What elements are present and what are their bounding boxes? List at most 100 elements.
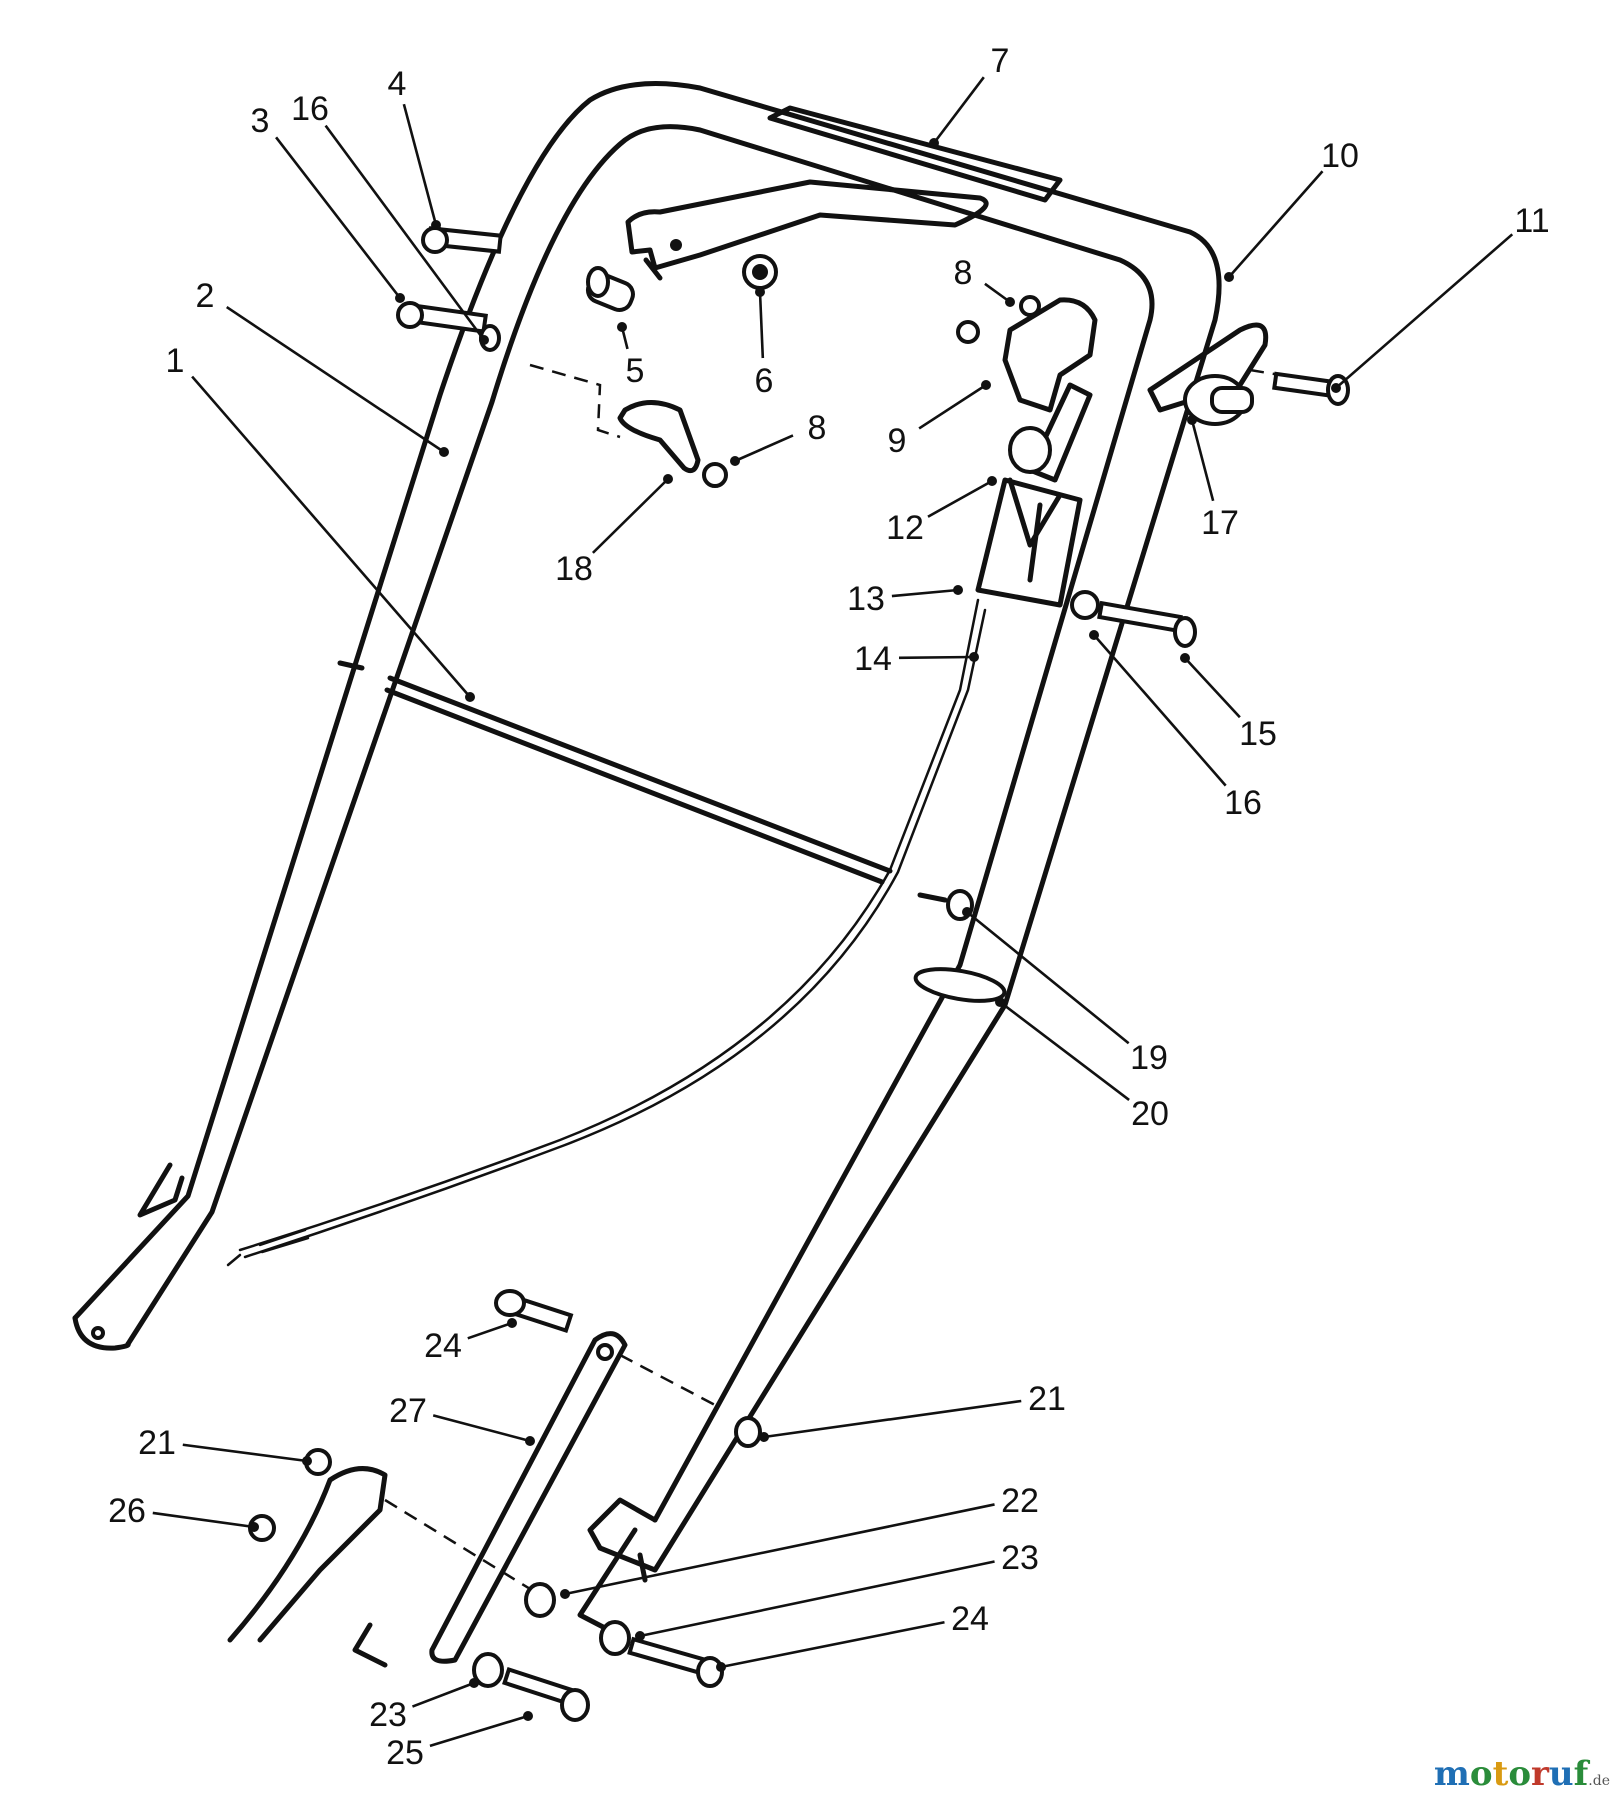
callout-dot-24 xyxy=(716,1662,726,1672)
callout-leader-12 xyxy=(927,479,993,518)
callout-dot-23 xyxy=(469,1678,479,1688)
callout-leader-19 xyxy=(966,910,1130,1045)
watermark-logo: motoruf.de xyxy=(1434,1754,1610,1794)
callout-dot-19 xyxy=(962,907,972,917)
callout-dot-10 xyxy=(1224,272,1234,282)
callout-dot-8 xyxy=(730,456,740,466)
callout-label-16: 16 xyxy=(1224,784,1262,822)
callout-leader-1 xyxy=(191,375,471,698)
callout-leader-8 xyxy=(984,282,1011,304)
callout-label-26: 26 xyxy=(108,1492,146,1530)
watermark-letter: r xyxy=(1531,1754,1549,1794)
callout-dot-24 xyxy=(507,1318,517,1328)
callout-label-23: 23 xyxy=(1001,1539,1039,1577)
callout-leader-8 xyxy=(734,434,794,463)
callout-dot-27 xyxy=(525,1436,535,1446)
callout-leader-25 xyxy=(429,1714,529,1748)
callout-dot-5 xyxy=(617,322,627,332)
callout-leader-9 xyxy=(918,383,987,430)
bracket-10 xyxy=(1147,322,1311,426)
callout-label-9: 9 xyxy=(888,422,907,460)
callout-label-21: 21 xyxy=(1028,1380,1066,1418)
callout-label-4: 4 xyxy=(388,65,407,103)
callout-label-12: 12 xyxy=(886,509,924,547)
callout-leader-24 xyxy=(720,1620,945,1669)
callout-leader-6 xyxy=(758,291,765,359)
callout-leader-22 xyxy=(564,1503,995,1596)
watermark-letter: t xyxy=(1492,1754,1509,1794)
callout-label-3: 3 xyxy=(251,102,270,140)
callout-leader-16 xyxy=(324,124,486,341)
callout-label-6: 6 xyxy=(755,362,774,400)
bolt-15 xyxy=(1070,590,1197,648)
callout-leader-15 xyxy=(1184,657,1241,719)
watermark-letter: u xyxy=(1548,1754,1574,1794)
callout-dot-7 xyxy=(929,138,939,148)
callout-label-1: 1 xyxy=(166,342,185,380)
callout-label-19: 19 xyxy=(1130,1039,1168,1077)
tie-20 xyxy=(913,967,1007,1003)
bolt-25 xyxy=(502,1667,590,1722)
callout-dot-22 xyxy=(560,1589,570,1599)
callout-dot-15 xyxy=(1180,653,1190,663)
callout-label-17: 17 xyxy=(1201,504,1239,542)
callout-label-20: 20 xyxy=(1131,1095,1169,1133)
bolt-4 xyxy=(421,226,503,254)
callout-leader-17 xyxy=(1190,419,1215,502)
callout-leader-23 xyxy=(411,1681,475,1708)
watermark-letter: m xyxy=(1433,1754,1470,1794)
watermark-letter: f xyxy=(1573,1754,1589,1794)
callout-label-8: 8 xyxy=(808,409,827,447)
callout-label-23: 23 xyxy=(369,1696,407,1734)
bolt-24-lower xyxy=(627,1636,724,1688)
callout-dot-3 xyxy=(395,293,405,303)
washer-23-right xyxy=(599,1620,631,1656)
callout-leader-7 xyxy=(932,76,985,144)
callout-label-13: 13 xyxy=(847,580,885,618)
callout-label-15: 15 xyxy=(1239,715,1277,753)
callout-label-25: 25 xyxy=(386,1734,424,1772)
callout-dot-8 xyxy=(1005,297,1015,307)
callout-leader-20 xyxy=(999,1000,1130,1101)
callout-label-16: 16 xyxy=(291,90,329,128)
callout-leader-11 xyxy=(1335,233,1514,389)
callout-label-22: 22 xyxy=(1001,1482,1039,1520)
callout-leader-21 xyxy=(763,1399,1022,1439)
callout-dot-9 xyxy=(981,380,991,390)
callout-dot-12 xyxy=(987,476,997,486)
callout-leader-18 xyxy=(591,478,669,554)
bolt-3 xyxy=(396,301,501,352)
callout-dot-13 xyxy=(953,585,963,595)
callout-label-7: 7 xyxy=(991,42,1010,80)
callout-dot-16 xyxy=(1089,630,1099,640)
washer-23-left xyxy=(472,1652,504,1688)
callout-dot-4 xyxy=(431,220,441,230)
nut-6 xyxy=(742,254,778,290)
callout-dot-6 xyxy=(755,287,765,297)
spacer-5 xyxy=(585,266,635,312)
callout-dot-21 xyxy=(302,1456,312,1466)
callout-leader-10 xyxy=(1228,170,1324,278)
callout-label-11: 11 xyxy=(1514,202,1549,240)
callout-dot-16 xyxy=(479,335,489,345)
callout-dot-23 xyxy=(635,1631,645,1641)
callout-dot-21 xyxy=(759,1432,769,1442)
callout-label-18: 18 xyxy=(555,550,593,588)
callout-dot-2 xyxy=(439,447,449,457)
handle-tube xyxy=(72,81,1222,1631)
callout-dot-25 xyxy=(523,1711,533,1721)
callout-leader-27 xyxy=(432,1414,531,1443)
link-27 xyxy=(429,1331,628,1664)
washer-22 xyxy=(524,1582,556,1618)
watermark-suffix: .de xyxy=(1588,1773,1610,1789)
bolt-24-upper xyxy=(494,1289,716,1407)
control-cable xyxy=(226,598,987,1267)
callout-label-10: 10 xyxy=(1321,137,1359,175)
callout-leader-24 xyxy=(467,1321,513,1340)
callout-dot-26 xyxy=(249,1522,259,1532)
watermark-letter: o xyxy=(1469,1754,1493,1794)
callout-label-24: 24 xyxy=(424,1327,462,1365)
callout-label-14: 14 xyxy=(854,640,892,678)
